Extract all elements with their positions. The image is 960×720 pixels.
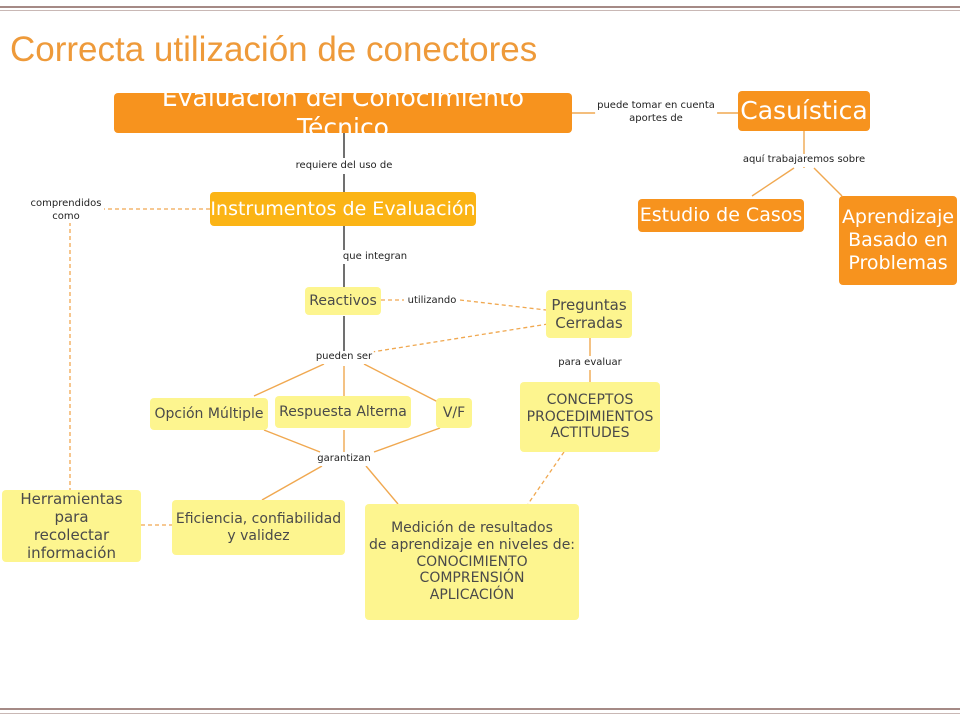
link-garantizan-medicion (365, 465, 399, 505)
link-garantizan-eficiencia (261, 465, 323, 501)
link-pueden-vf (363, 363, 439, 403)
node-eficiencia: Eficiencia, confiabilidad y validez (172, 500, 345, 555)
node-herramientas: Herramientas para recolectar información (2, 490, 141, 562)
link-vf-garantizan (373, 427, 441, 453)
node-conceptos: CONCEPTOS PROCEDIMIENTOS ACTITUDES (520, 382, 660, 452)
top-rule-thin (0, 10, 960, 11)
link-utilizando-preguntas (459, 299, 547, 311)
label-comprendidos: comprendidos como (28, 198, 104, 223)
node-instrumentos: Instrumentos de Evaluación (210, 192, 476, 226)
node-opcion-multiple: Opción Múltiple (150, 398, 268, 430)
link-pueden-opcion (253, 363, 325, 397)
label-que-integran: que integran (340, 251, 410, 264)
link-to-abp (813, 167, 843, 197)
node-vf: V/F (436, 398, 472, 428)
node-casuistica: Casuística (738, 91, 870, 131)
node-estudio-casos: Estudio de Casos (638, 199, 804, 232)
top-rule (0, 6, 960, 8)
node-reactivos: Reactivos (305, 287, 381, 315)
node-aprendizaje-bp: Aprendizaje Basado en Problemas (839, 196, 957, 285)
label-requiere: requiere del uso de (293, 160, 395, 173)
link-preguntas-pueden (371, 323, 549, 353)
link-conceptos-medicion (527, 451, 565, 505)
bottom-rule-thin (0, 713, 960, 714)
label-garantizan: garantizan (315, 453, 373, 466)
link-to-estudio (751, 167, 795, 197)
node-evaluacion: Evaluación del Conocimiento Técnico (114, 83, 572, 142)
label-para-evaluar: para evaluar (556, 357, 624, 370)
label-utilizando: utilizando (405, 295, 459, 308)
page-title: Correcta utilización de conectores (10, 30, 538, 69)
bottom-rule (0, 708, 960, 710)
label-aqui-trabajaremos: aquí trabajaremos sobre (740, 154, 868, 167)
node-respuesta-alterna: Respuesta Alterna (275, 396, 411, 428)
label-puede-tomar: puede tomar en cuenta aportes de (595, 100, 717, 125)
label-pueden-ser: pueden ser (313, 351, 375, 364)
link-opcion-garantizan (263, 429, 321, 453)
node-preguntas-cerradas: Preguntas Cerradas (546, 290, 632, 338)
node-medicion: Medición de resultados de aprendizaje en… (365, 504, 579, 620)
